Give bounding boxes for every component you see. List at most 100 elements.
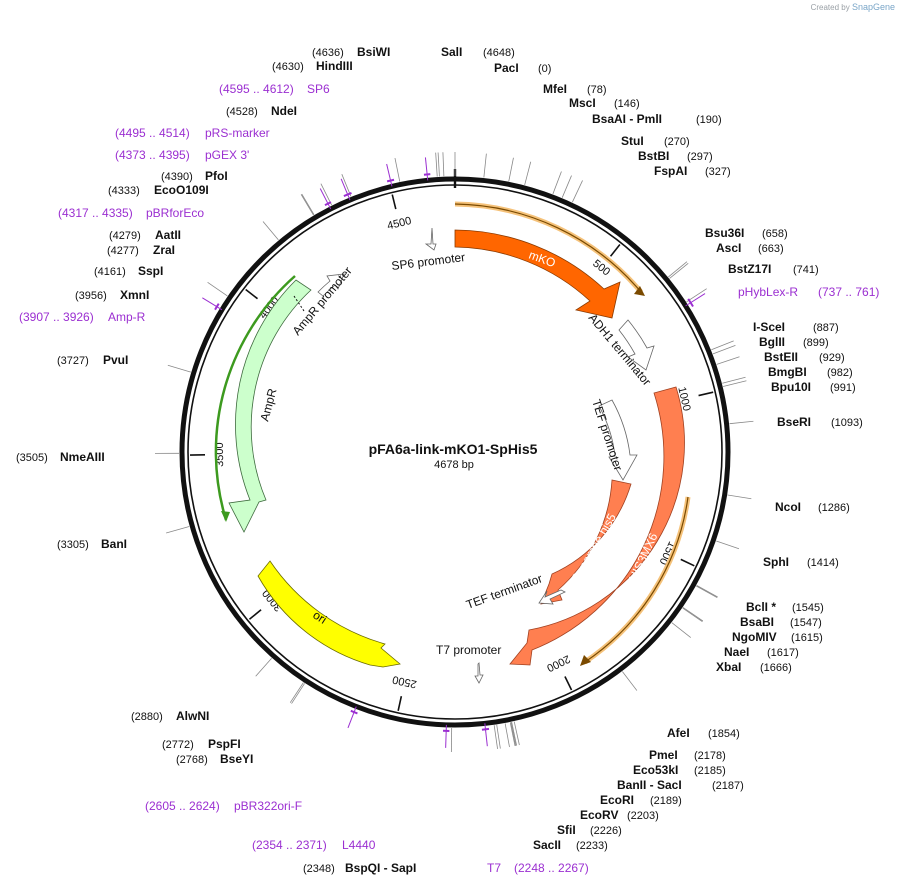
site-name: XmnI bbox=[120, 288, 149, 302]
primer-leader bbox=[386, 163, 393, 187]
site-pos: (3727) bbox=[57, 355, 89, 367]
site-pos: (1615) bbox=[791, 632, 823, 644]
site-pos: (4279) bbox=[109, 230, 141, 242]
sp6-promoter-feature bbox=[424, 227, 437, 251]
site-pos: (1547) bbox=[790, 617, 822, 629]
site-name: AscI bbox=[716, 241, 741, 255]
site-pos: (1545) bbox=[792, 602, 824, 614]
site-pos: (899) bbox=[803, 337, 829, 349]
ampr-promoter-overlap-dash bbox=[293, 295, 305, 312]
site-name: NcoI bbox=[775, 500, 801, 514]
site-leader bbox=[255, 658, 272, 677]
site-leader bbox=[622, 671, 638, 691]
site-pos: (327) bbox=[705, 166, 731, 178]
site-name: StuI bbox=[621, 134, 644, 148]
site-pos: (1854) bbox=[708, 728, 740, 740]
primer-binding-mark bbox=[324, 201, 332, 207]
tick-label: 2500 bbox=[391, 673, 417, 690]
tick-label: 2000 bbox=[545, 652, 572, 674]
his3mx6-orf-line bbox=[584, 496, 689, 663]
site-name: BspQI - SapI bbox=[345, 861, 416, 875]
sp6-promoter-label: SP6 promoter bbox=[391, 250, 466, 273]
site-name: BstZ17I bbox=[728, 262, 771, 276]
site-leader bbox=[508, 157, 514, 182]
primer-range: (2248 .. 2267) bbox=[514, 861, 589, 875]
site-pos: (658) bbox=[762, 228, 788, 240]
primer-name: pGEX 3' bbox=[205, 148, 249, 162]
site-name: BsaBI bbox=[740, 615, 774, 629]
site-name: NdeI bbox=[271, 104, 297, 118]
site-pos: (1414) bbox=[807, 557, 839, 569]
primer-binding-mark bbox=[343, 191, 352, 198]
tick-mark bbox=[564, 676, 573, 691]
site-pos: (982) bbox=[827, 367, 853, 379]
primer-leader bbox=[347, 706, 357, 729]
primer-leader bbox=[424, 157, 429, 181]
site-name: BseYI bbox=[220, 752, 253, 766]
site-pos: (2178) bbox=[694, 750, 726, 762]
site-pos: (4648) bbox=[483, 47, 515, 59]
site-labels: (4636) BsiWI (4630) HindIII SalI (4648) … bbox=[16, 45, 863, 875]
site-pos: (2226) bbox=[590, 825, 622, 837]
ampr-feature bbox=[228, 279, 312, 533]
site-leader bbox=[696, 585, 718, 598]
site-pos: (991) bbox=[830, 382, 856, 394]
site-leader bbox=[723, 380, 747, 387]
s-pombe-his5-label: S. pombe his5 bbox=[568, 511, 619, 585]
site-pos: (2772) bbox=[162, 739, 194, 751]
site-name: XbaI bbox=[716, 660, 741, 674]
site-name: NgoMIV bbox=[732, 630, 777, 644]
site-name: I-SceI bbox=[753, 320, 785, 334]
site-leader bbox=[504, 723, 510, 748]
primer-name: L4440 bbox=[342, 838, 376, 852]
t7-promoter-label: T7 promoter bbox=[436, 643, 501, 657]
site-leader bbox=[696, 585, 718, 599]
ori-feature bbox=[257, 560, 401, 668]
site-leader bbox=[509, 722, 516, 747]
site-pos: (1666) bbox=[760, 662, 792, 674]
mko-feature bbox=[454, 229, 621, 319]
t7-promoter-feature bbox=[474, 662, 484, 684]
site-name: PacI bbox=[494, 61, 519, 75]
site-name: BclI * bbox=[746, 600, 776, 614]
tick-mark bbox=[248, 609, 262, 620]
primer-binding-mark bbox=[214, 303, 220, 311]
primer-binding-mark bbox=[350, 709, 358, 715]
site-pos: (2348) bbox=[303, 863, 335, 875]
site-pos: (4636) bbox=[312, 47, 344, 59]
site-name: BanI bbox=[101, 537, 127, 551]
primer-leader bbox=[685, 293, 706, 307]
site-name: Bpu10I bbox=[771, 380, 811, 394]
site-leader bbox=[716, 356, 740, 365]
site-pos: (1286) bbox=[818, 502, 850, 514]
primer-name: pHybLex-R bbox=[738, 285, 798, 299]
site-leader bbox=[524, 161, 532, 186]
site-pos: (2189) bbox=[650, 795, 682, 807]
primer-labels: (4595 .. 4612) SP6 (4495 .. 4514) pRS-ma… bbox=[19, 82, 879, 875]
site-name: BstEII bbox=[764, 350, 798, 364]
primer-binding-mark bbox=[423, 173, 431, 176]
site-pos: (146) bbox=[614, 98, 640, 110]
site-leader bbox=[437, 152, 440, 177]
site-leader bbox=[301, 193, 315, 215]
site-leaders bbox=[155, 152, 754, 752]
primer-leader bbox=[202, 297, 223, 311]
tick-mark bbox=[609, 244, 621, 257]
ampr-promoter-feature bbox=[317, 273, 345, 297]
site-leader bbox=[300, 194, 314, 216]
site-name: PspFI bbox=[208, 737, 241, 751]
primer-binding-mark bbox=[386, 178, 395, 183]
tick-mark bbox=[397, 696, 403, 711]
ampr-label: AmpR bbox=[257, 387, 279, 423]
s-pombe-his5-feature bbox=[540, 479, 632, 605]
plasmid-name: pFA6a-link-mKO1-SpHis5 bbox=[369, 441, 538, 457]
site-name: EcoRV bbox=[580, 808, 618, 822]
site-leader bbox=[561, 175, 572, 198]
primer-name: SP6 bbox=[307, 82, 330, 96]
site-name: PfoI bbox=[205, 169, 228, 183]
site-pos: (2880) bbox=[131, 711, 163, 723]
site-leader bbox=[686, 288, 707, 303]
tef-terminator-label: TEF terminator bbox=[464, 571, 544, 612]
mko-orf-arrowhead bbox=[634, 286, 645, 296]
tick-mark bbox=[391, 194, 397, 210]
